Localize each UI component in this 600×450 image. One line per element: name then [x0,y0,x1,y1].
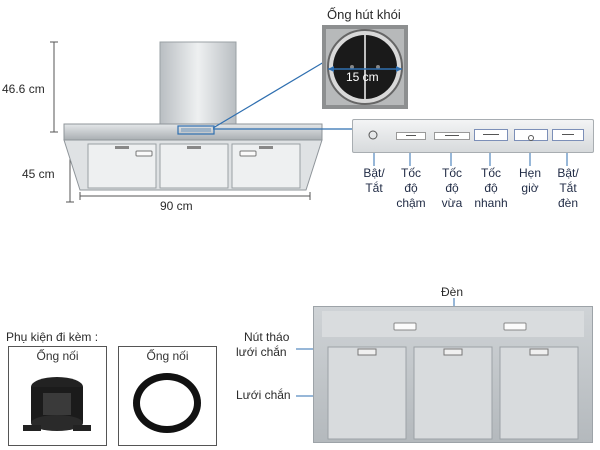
speed-slow-label: Tốc độ chậm [396,166,426,210]
timer-button[interactable] [514,129,548,141]
pipe-title: Ống hút khói [327,7,401,22]
width-label: 90 cm [160,199,193,213]
speed-fast-label: Tốc độ nhanh [474,166,508,210]
timer-label: Hẹn giờ [518,166,541,195]
timer-icon [528,135,534,141]
accessory-2-label: Ống nối [146,349,189,363]
speed-fast-button[interactable] [474,129,508,141]
filter-release-label-1: Nút tháo [244,330,290,344]
accessory-1-label: Ống nối [36,349,79,363]
speed-medium-label: Tốc độ vừa [441,166,463,210]
power-button[interactable] [365,128,381,142]
light-label: Đèn [441,285,464,299]
speed-fast-icon [483,134,499,135]
accessories-title: Phụ kiện đi kèm : [6,330,99,344]
speed-slow-button[interactable] [396,132,426,140]
light-icon [562,134,574,135]
chimney-height-label: 46.6 cm [2,82,45,96]
accessory-connector-2: Ống nối [118,346,217,446]
filter-label: Lưới chắn [236,388,291,402]
hood-underside-photo [313,306,593,443]
filter-release-label-2: lưới chắn [236,345,287,359]
pipe-diameter-label: 15 cm [346,70,379,84]
range-hood-drawing [50,41,323,203]
exhaust-pipe-photo [322,25,408,109]
light-button[interactable] [552,129,584,141]
light-toggle-label: Bật/ Tắt đèn [557,166,579,210]
power-icon [368,130,378,140]
speed-medium-button[interactable] [434,132,470,140]
body-height-label: 45 cm [22,167,55,181]
speed-slow-icon [406,135,416,136]
speed-medium-icon [445,135,459,136]
accessory-connector-1: Ống nối [8,346,107,446]
power-label: Bật/ Tắt [363,166,385,195]
